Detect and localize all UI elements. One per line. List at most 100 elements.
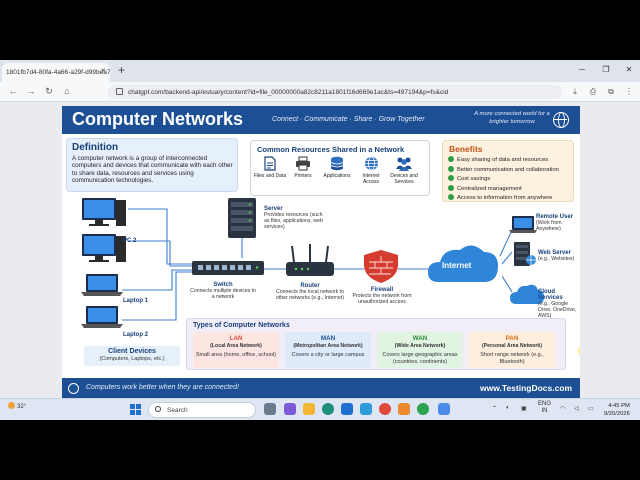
pc2-label: PC 2 bbox=[123, 238, 137, 244]
benefit-item: Easy sharing of data and resources bbox=[448, 156, 548, 163]
benefit-item: Better communication and collaboration bbox=[448, 165, 559, 173]
tray-icon-2[interactable]: ▣ bbox=[521, 406, 527, 412]
globe-icon bbox=[553, 112, 569, 128]
site-info-icon[interactable] bbox=[116, 88, 123, 95]
internet-label: Internet bbox=[442, 261, 472, 270]
tab-strip: 1801fb7d4-80fa-4a66-a29f-d99bea7 × + ─ ❐… bbox=[0, 60, 640, 82]
app-icon-1[interactable] bbox=[284, 403, 296, 415]
benefits-box: Benefits Easy sharing of data and resour… bbox=[442, 140, 574, 202]
restore-icon[interactable]: ❐ bbox=[602, 65, 610, 74]
remote-user-label: Remote User(Work from Anywhere) bbox=[536, 214, 574, 232]
poster-tagline: Connect · Communicate · Share · Grow Tog… bbox=[272, 116, 425, 123]
address-bar: ← → ↻ ⌂ chatgpt.com/backend-api/estuary/… bbox=[0, 82, 640, 102]
definition-text: A computer network is a group of interco… bbox=[72, 155, 233, 184]
tray-icon-1[interactable]: ◐ bbox=[506, 405, 510, 411]
definition-heading: Definition bbox=[72, 142, 119, 153]
resources-heading: Common Resources Shared in a Network bbox=[257, 145, 405, 154]
download-icon[interactable]: ⤓ bbox=[573, 87, 577, 96]
url-field[interactable]: chatgpt.com/backend-api/estuary/content?… bbox=[108, 85, 562, 99]
back-icon[interactable]: ← bbox=[8, 86, 18, 96]
web-server-icon bbox=[514, 242, 536, 266]
chrome-icon[interactable] bbox=[417, 403, 429, 415]
benefit-item: Cost savings bbox=[448, 175, 490, 182]
database-icon bbox=[330, 156, 344, 171]
firewall-icon bbox=[364, 250, 398, 283]
type-card-pan: PAN (Personal Area Network) Short range … bbox=[469, 332, 555, 368]
app-icon-5[interactable] bbox=[438, 403, 450, 415]
menu-icon[interactable]: ⋮ bbox=[625, 87, 633, 96]
url-text: chatgpt.com/backend-api/estuary/content?… bbox=[128, 88, 449, 96]
network-types-box: Types of Computer Networks LAN (Local Ar… bbox=[186, 318, 566, 370]
desktop-pc-1-icon bbox=[82, 198, 126, 226]
close-tab-icon[interactable]: × bbox=[101, 66, 106, 75]
minimize-icon[interactable]: ─ bbox=[579, 65, 585, 74]
resource-files: Files and Data bbox=[253, 173, 287, 179]
footer-site: www.TestingDocs.com bbox=[480, 383, 573, 393]
taskbar-search[interactable]: Search bbox=[148, 402, 256, 418]
laptop-2-icon bbox=[81, 306, 123, 328]
tab-title: 1801fb7d4-80fa-4a66-a29f-d99bea7 bbox=[6, 69, 110, 76]
network-types-heading: Types of Computer Networks bbox=[193, 322, 290, 329]
print-icon[interactable]: ⎙ bbox=[589, 87, 597, 96]
check-icon bbox=[448, 165, 454, 172]
search-label: Search bbox=[167, 407, 188, 414]
app-icon-2[interactable] bbox=[360, 403, 372, 415]
network-diagram bbox=[81, 198, 544, 328]
network-poster-image: Computer Networks Connect · Communicate … bbox=[62, 106, 580, 400]
check-icon bbox=[448, 194, 454, 200]
type-card-lan: LAN (Local Area Network) Small area (hom… bbox=[193, 332, 279, 368]
check-icon bbox=[448, 184, 454, 191]
weather-widget[interactable]: 32° bbox=[8, 402, 26, 410]
poster-banner: Computer Networks Connect · Communicate … bbox=[62, 106, 580, 134]
benefit-item: Access to information from anywhere bbox=[448, 194, 552, 201]
resource-devices: Devices and Services bbox=[390, 173, 418, 185]
browser-tab[interactable]: 1801fb7d4-80fa-4a66-a29f-d99bea7 bbox=[2, 63, 110, 82]
task-view-icon[interactable] bbox=[264, 403, 276, 415]
poster-footer: Computers work better when they are conn… bbox=[62, 378, 580, 400]
server-icon bbox=[228, 198, 256, 238]
close-window-icon[interactable]: ✕ bbox=[625, 65, 633, 74]
battery-icon[interactable]: ▭ bbox=[588, 406, 594, 412]
footer-text: Computers work better when they are conn… bbox=[86, 384, 239, 391]
page-viewport: Computer Networks Connect · Communicate … bbox=[0, 102, 640, 400]
users-icon bbox=[396, 157, 412, 171]
extensions-icon[interactable]: ⧉ bbox=[608, 87, 614, 96]
store-icon[interactable] bbox=[341, 403, 353, 415]
resources-box: Common Resources Shared in a Network Fil… bbox=[250, 140, 430, 196]
reload-icon[interactable]: ↻ bbox=[45, 86, 53, 96]
tray-chevron-icon[interactable]: ⌃ bbox=[492, 406, 498, 412]
file-icon bbox=[264, 156, 276, 171]
app-icon-3[interactable] bbox=[379, 403, 391, 415]
cloud-services-icon bbox=[510, 284, 544, 304]
footer-globe-icon bbox=[68, 383, 79, 394]
benefits-heading: Benefits bbox=[449, 144, 483, 154]
internet-cloud-icon bbox=[428, 245, 498, 282]
volume-icon[interactable]: ◁ bbox=[574, 406, 579, 412]
internet-globe-icon bbox=[365, 156, 378, 171]
poster-title: Computer Networks bbox=[72, 109, 244, 129]
resource-internet: Internet Access bbox=[362, 173, 380, 185]
definition-box: Definition A computer network is a group… bbox=[66, 138, 238, 192]
laptop2-label: Laptop 2 bbox=[123, 332, 148, 338]
home-icon[interactable]: ⌂ bbox=[64, 86, 70, 96]
forward-icon[interactable]: → bbox=[26, 86, 36, 96]
laptop1-label: Laptop 1 bbox=[123, 298, 148, 304]
client-devices-box: Client Devices (Computers, Laptops, etc.… bbox=[84, 346, 180, 366]
wifi-icon[interactable]: ◠ bbox=[560, 406, 566, 412]
search-icon bbox=[155, 406, 161, 412]
start-button[interactable] bbox=[130, 404, 141, 415]
type-card-wan: WAN (Wide Area Network) Covers large geo… bbox=[377, 332, 463, 368]
file-explorer-icon[interactable] bbox=[303, 403, 315, 415]
check-icon bbox=[448, 156, 454, 162]
benefit-item: Centralized management bbox=[448, 184, 522, 192]
edge-icon[interactable] bbox=[322, 403, 334, 415]
client-devices-sub: (Computers, Laptops, etc.) bbox=[99, 356, 165, 362]
switch-icon bbox=[192, 261, 264, 275]
poster-slogan: A more connected world for a brighter to… bbox=[474, 111, 550, 125]
app-icon-4[interactable] bbox=[398, 403, 410, 415]
new-tab-icon[interactable]: + bbox=[118, 63, 126, 77]
